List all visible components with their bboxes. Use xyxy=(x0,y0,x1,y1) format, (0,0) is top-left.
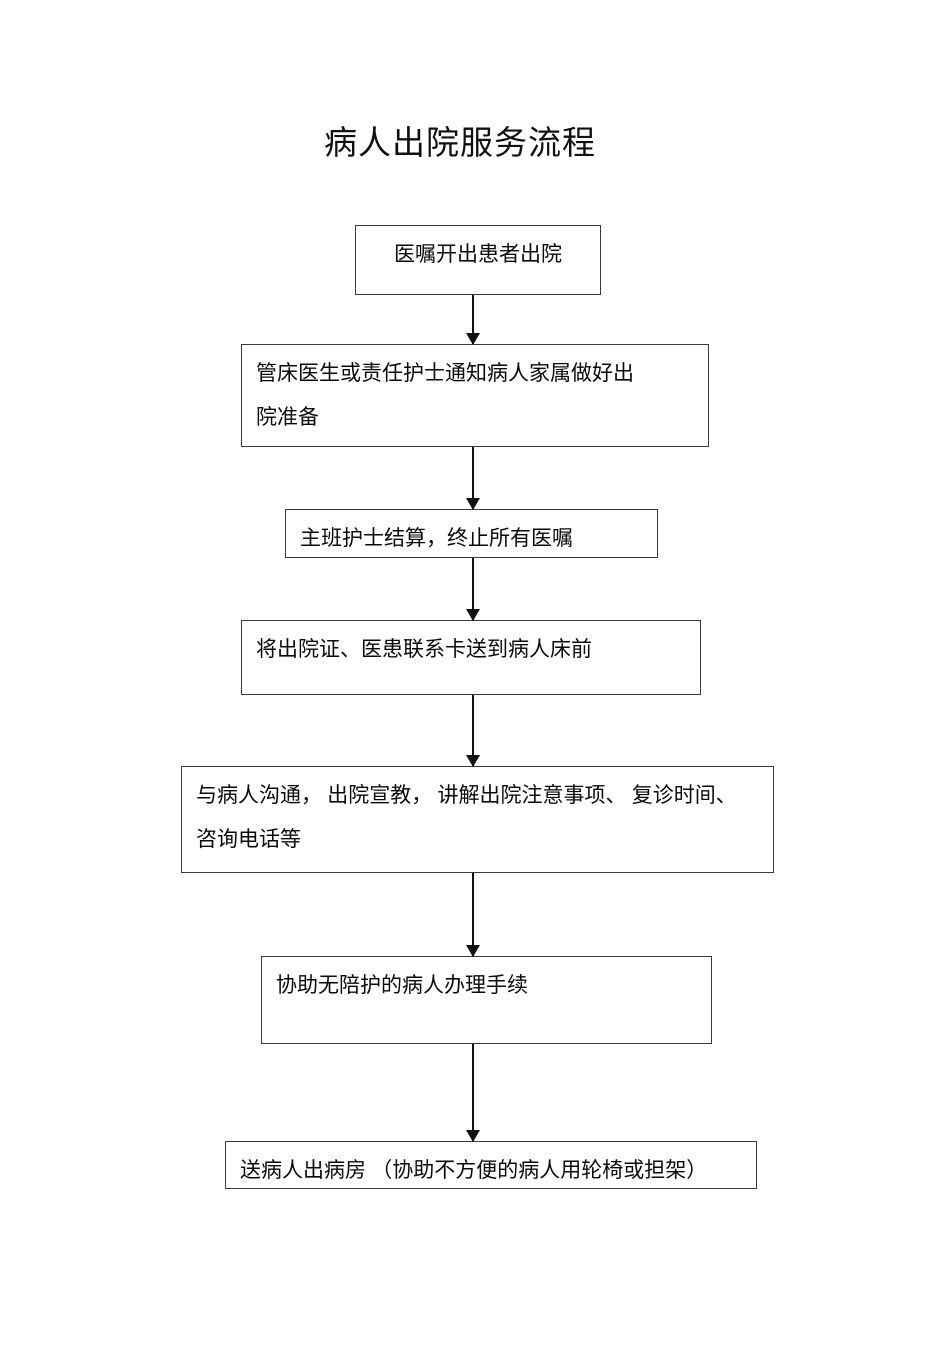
arrow-line xyxy=(472,558,474,620)
flow-node-order-discharge[interactable]: 医嘱开出患者出院 xyxy=(355,225,601,295)
flow-node-label: 管床医生或责任护士通知病人家属做好出 院准备 xyxy=(256,361,634,429)
flow-node-label: 协助无陪护的病人办理手续 xyxy=(276,973,528,997)
flow-node-label: 送病人出病房 （协助不方便的病人用轮椅或担架） xyxy=(240,1158,708,1182)
arrow-head-down-icon xyxy=(466,1130,480,1142)
arrow-head-down-icon xyxy=(466,945,480,957)
flow-node-patient-education[interactable]: 与病人沟通， 出院宣教， 讲解出院注意事项、 复诊时间、 咨询电话等 xyxy=(181,766,774,873)
arrow-head-down-icon xyxy=(466,755,480,767)
arrow-line xyxy=(472,695,474,766)
arrow-line xyxy=(472,873,474,956)
arrow-head-down-icon xyxy=(466,498,480,510)
flow-node-notify-family[interactable]: 管床医生或责任护士通知病人家属做好出 院准备 xyxy=(241,344,709,447)
flow-node-label: 主班护士结算，终止所有医嘱 xyxy=(300,526,573,550)
arrow-line xyxy=(472,447,474,509)
flow-node-escort-out[interactable]: 送病人出病房 （协助不方便的病人用轮椅或担架） xyxy=(225,1141,757,1189)
arrow-head-down-icon xyxy=(466,609,480,621)
arrow-line xyxy=(472,1044,474,1141)
page-title: 病人出院服务流程 xyxy=(0,122,950,166)
flow-node-deliver-certificate[interactable]: 将出院证、医患联系卡送到病人床前 xyxy=(241,620,701,695)
flow-node-settle-accounts[interactable]: 主班护士结算，终止所有医嘱 xyxy=(285,509,658,558)
page-title-text: 病人出院服务流程 xyxy=(324,126,596,162)
flow-node-assist-unaccompanied[interactable]: 协助无陪护的病人办理手续 xyxy=(261,956,712,1044)
flow-node-label: 将出院证、医患联系卡送到病人床前 xyxy=(256,637,592,661)
flow-node-label: 与病人沟通， 出院宣教， 讲解出院注意事项、 复诊时间、 咨询电话等 xyxy=(196,783,737,851)
arrow-head-down-icon xyxy=(466,333,480,345)
flow-node-label: 医嘱开出患者出院 xyxy=(394,242,562,266)
arrow-line xyxy=(472,295,474,344)
